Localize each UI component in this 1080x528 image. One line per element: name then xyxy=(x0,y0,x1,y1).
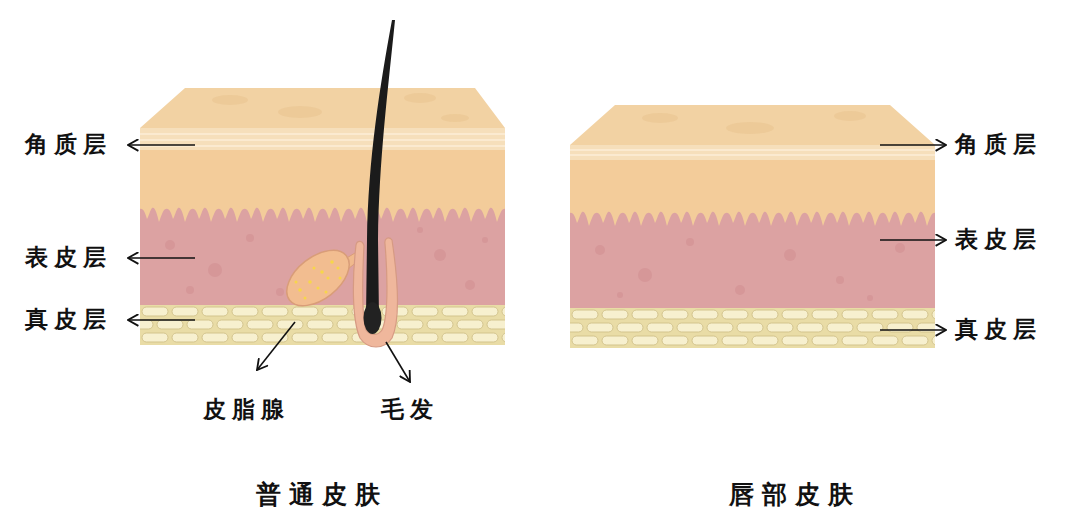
leader-arrow xyxy=(128,319,195,321)
surface-spot xyxy=(726,122,774,134)
layer-label: 角质层 xyxy=(955,131,1042,159)
figure-caption: 普通皮肤 xyxy=(256,480,388,510)
layer-label: 表皮层 xyxy=(955,226,1042,254)
top-face xyxy=(140,88,505,128)
corneum-line xyxy=(570,154,935,155)
label-holder: 真皮层 xyxy=(25,306,112,334)
label-holder: 表皮层 xyxy=(955,226,1042,254)
surface-spot xyxy=(404,93,436,103)
label-holder: 唇部皮肤 xyxy=(729,480,861,510)
hair-bulb xyxy=(364,302,382,334)
upper-epidermis xyxy=(570,160,935,199)
leader-arrow xyxy=(880,239,946,241)
top-face xyxy=(570,105,935,145)
tissue-spots xyxy=(595,238,905,301)
layer-label: 表皮层 xyxy=(25,244,112,272)
leader-arrow xyxy=(880,144,946,146)
figure-caption: 唇部皮肤 xyxy=(729,480,861,510)
surface-spot xyxy=(834,111,866,121)
leader-arrow xyxy=(257,322,295,370)
hair-shaft xyxy=(366,20,395,318)
stratum-corneum xyxy=(570,145,935,160)
leader-arrow xyxy=(128,144,195,146)
layer-label: 真皮层 xyxy=(25,306,112,334)
normal-skin-block xyxy=(140,20,505,347)
epidermis xyxy=(570,229,935,308)
stratum-corneum xyxy=(140,128,505,150)
label-holder: 普通皮肤 xyxy=(256,480,388,510)
label-holder: 皮脂腺 xyxy=(203,396,290,424)
part-label: 皮脂腺 xyxy=(203,396,290,424)
dermis-fat-cells xyxy=(140,305,505,345)
sebaceous-gland xyxy=(277,239,360,316)
sebum-dots xyxy=(295,260,342,299)
label-holder: 毛发 xyxy=(381,396,439,424)
surface-spot xyxy=(278,106,322,118)
surface-spot xyxy=(212,95,248,105)
leader-arrow xyxy=(128,257,195,259)
upper-epidermis xyxy=(140,150,505,195)
wavy-junction xyxy=(140,194,505,226)
dermis-fat-cells xyxy=(570,308,935,348)
label-holder: 真皮层 xyxy=(955,316,1042,344)
leader-arrow xyxy=(880,329,946,331)
label-holder: 角质层 xyxy=(955,131,1042,159)
layer-label: 真皮层 xyxy=(955,316,1042,344)
leader-arrows xyxy=(128,145,946,382)
layer-label: 角质层 xyxy=(25,131,112,159)
label-holder: 角质层 xyxy=(25,131,112,159)
leader-arrow xyxy=(386,342,410,382)
corneum-line xyxy=(140,139,505,140)
corneum-line xyxy=(140,133,505,134)
part-label: 毛发 xyxy=(381,396,439,424)
wavy-junction xyxy=(570,198,935,230)
label-holder: 表皮层 xyxy=(25,244,112,272)
lip-skin-block xyxy=(570,105,935,348)
surface-spot xyxy=(441,114,469,122)
surface-spot xyxy=(642,113,678,123)
corneum-line xyxy=(570,149,935,150)
